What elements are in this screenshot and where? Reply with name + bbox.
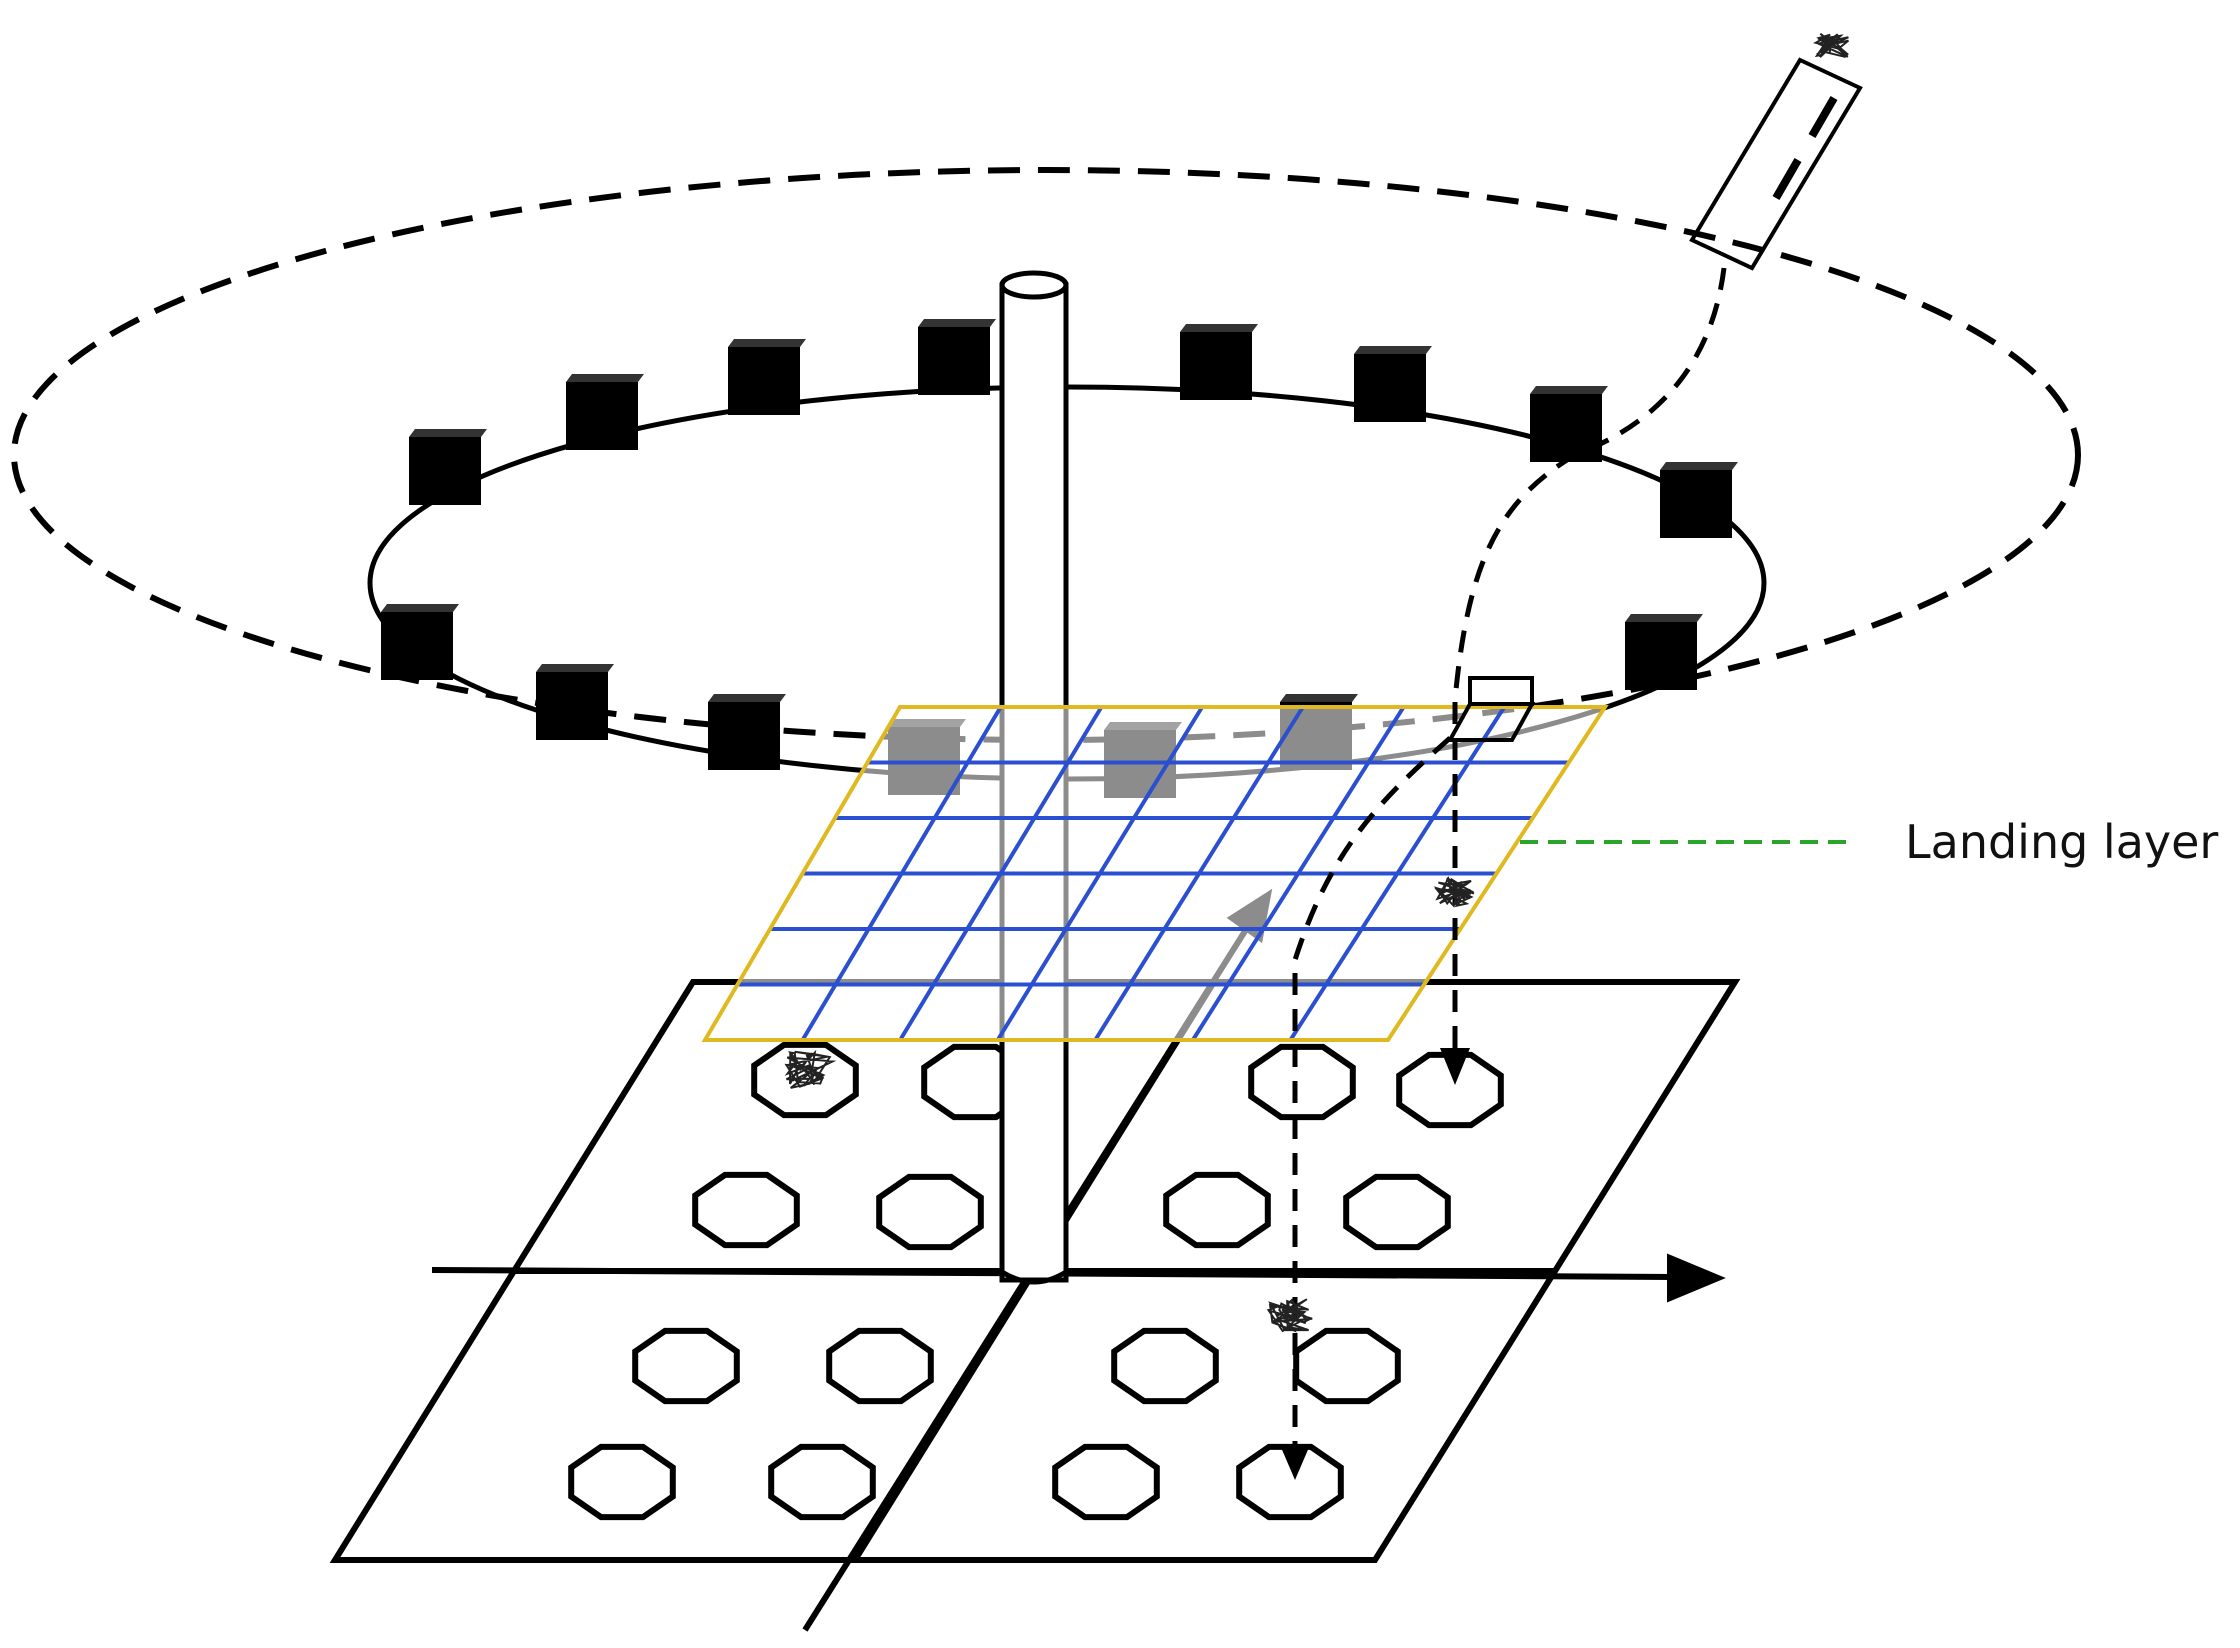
pole-base-curve — [1000, 1269, 1068, 1285]
sensor-cube-top — [381, 604, 459, 612]
grid-column-line — [1191, 705, 1406, 1042]
grid-column-line — [1288, 705, 1506, 1042]
sensor-cube — [536, 672, 608, 740]
particle-cluster — [784, 1049, 837, 1089]
drop-targets — [568, 1041, 1504, 1521]
arrowhead-floor — [1280, 1445, 1310, 1480]
particle-source-tube — [1689, 57, 1863, 271]
sensor-cube — [1180, 332, 1252, 400]
sensor-cube-top — [1280, 694, 1358, 702]
drop-target-octagon — [1343, 1173, 1451, 1251]
sensor-cube — [1625, 622, 1697, 690]
grid-column-line — [996, 705, 1204, 1042]
sensor-cube-top — [409, 429, 487, 437]
particle-cluster — [1813, 32, 1850, 58]
landing-layer-grid — [701, 705, 1609, 1042]
sensor-cube-top — [1660, 462, 1738, 470]
arrowhead-landing — [1440, 1048, 1470, 1085]
sensor-cube-top — [536, 664, 614, 672]
drop-target-octagon — [1111, 1327, 1219, 1405]
sensor-cube — [409, 437, 481, 505]
drop-target-octagon — [876, 1173, 984, 1251]
x-axis-arrowhead — [1667, 1253, 1726, 1303]
particle-cluster — [1433, 875, 1475, 908]
sensor-cube — [1530, 394, 1602, 462]
drop-target-octagon — [1293, 1327, 1401, 1405]
capture-box — [1446, 676, 1536, 742]
drop-target-octagon — [692, 1171, 800, 1249]
drop-target-octagon — [1052, 1443, 1160, 1521]
pole-top-cap — [999, 270, 1069, 300]
sensor-cube-top — [566, 374, 644, 382]
grid-column-line — [1093, 705, 1305, 1042]
grid-column-line — [898, 705, 1104, 1042]
drop-target-octagon — [1163, 1171, 1271, 1249]
drop-target-octagon — [768, 1443, 876, 1521]
drop-target-octagon — [1248, 1043, 1356, 1121]
trajectory-through-grid — [1292, 736, 1452, 1460]
sensor-cube-top — [1180, 324, 1258, 332]
particle-trajectories — [1292, 267, 1727, 1460]
drop-target-octagon — [826, 1327, 934, 1405]
drop-target-octagon — [568, 1443, 676, 1521]
sensor-cube — [728, 347, 800, 415]
particle-clusters — [784, 32, 1850, 1333]
particle-cluster — [1266, 1298, 1313, 1333]
grid-column-line — [800, 705, 1003, 1042]
sensor-cube — [708, 702, 780, 770]
sensor-cube-top — [728, 339, 806, 347]
capture-box-body — [1468, 676, 1534, 706]
sensor-cube — [1660, 470, 1732, 538]
trajectory-arrowheads — [1280, 1048, 1470, 1480]
drop-target-octagon — [632, 1327, 740, 1405]
sensor-cube-top — [1625, 614, 1703, 622]
sensor-cube — [918, 327, 990, 395]
sensor-cube-top — [1530, 386, 1608, 394]
grid-border — [701, 705, 1609, 1042]
landing-layer-label: Landing layer — [1905, 815, 2218, 869]
drop-target-octagon — [1396, 1051, 1504, 1129]
tube-dash-1 — [1808, 95, 1838, 139]
sensor-cube-top — [1354, 346, 1432, 354]
tube-body — [1689, 57, 1863, 271]
sensor-cube — [1354, 354, 1426, 422]
sensor-cube-top — [708, 694, 786, 702]
sensor-cube — [381, 612, 453, 680]
sensor-cube-top — [918, 319, 996, 327]
sensor-cube — [566, 382, 638, 450]
drop-target-octagon — [1236, 1443, 1344, 1521]
trajectory-from-source — [1452, 267, 1727, 1058]
capture-box-side — [1446, 702, 1536, 742]
drop-target-octagon — [751, 1041, 859, 1119]
tube-dash-2 — [1772, 157, 1802, 201]
